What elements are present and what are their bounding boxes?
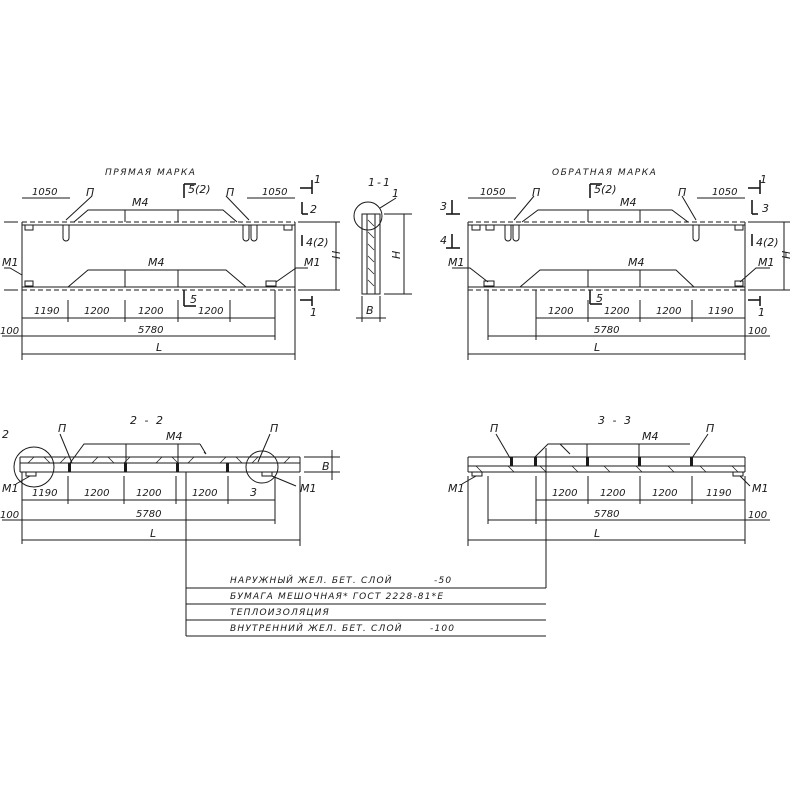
legend-paper: БУМАГА МЕШОЧНАЯ* ГОСТ 2228-81*Е [230, 592, 444, 602]
front-elevation: ПРЯМАЯ МАРКА М4 М4 П П 5(2) [0, 168, 343, 360]
front-dim-1200-a: 1200 [84, 306, 109, 317]
front-m1-right: М1 [304, 256, 321, 269]
back-dim-1200-b: 1200 [604, 306, 629, 317]
back-cut3-left: 3 [440, 200, 447, 213]
front-dim-4-2: 4(2) [306, 236, 329, 249]
back-cut5-top: 5(2) [594, 183, 617, 196]
section-33-dim-1200-c: 1200 [652, 488, 677, 499]
section-33-title: 3 - 3 [598, 414, 633, 427]
section-22-node3: 3 [250, 486, 257, 499]
front-title: ПРЯМАЯ МАРКА [105, 168, 196, 178]
front-dim-L: L [156, 341, 162, 354]
section-22-dim-100: 100 [0, 510, 19, 521]
back-dim-1200-a: 1200 [548, 306, 573, 317]
back-title: ОБРАТНАЯ МАРКА [552, 168, 657, 178]
front-p-left: П [86, 186, 94, 199]
front-cut5-top: 5(2) [188, 183, 211, 196]
section-22-p-right: П [270, 422, 278, 435]
front-dim-100: 100 [0, 326, 19, 337]
front-dim-1050-left: 1050 [32, 187, 57, 198]
section-33-m4: М4 [642, 430, 659, 443]
section-22-dim-1200-b: 1200 [136, 488, 161, 499]
section-11-H: Н [390, 251, 403, 259]
back-cut1-bottom: 1 [758, 306, 765, 319]
back-m1-right: М1 [758, 256, 775, 269]
back-m4-lower: М4 [628, 256, 645, 269]
legend-inner-layer: ВНУТРЕННИЙ ЖЕЛ. БЕТ. СЛОЙ [230, 622, 403, 634]
front-dim-1190: 1190 [34, 306, 59, 317]
front-dim-1200-b: 1200 [138, 306, 163, 317]
back-elevation: ОБРАТНАЯ МАРКА М4 М4 П П 5(2) [440, 168, 793, 360]
legend-insulation: ТЕПЛОИЗОЛЯЦИЯ [230, 608, 330, 618]
front-dim-5780: 5780 [138, 325, 163, 336]
section-33-m1-left: М1 [448, 482, 465, 495]
front-dim-H: Н [330, 251, 343, 259]
section-33-dim-L: L [594, 527, 600, 540]
section-22-dim-5780: 5780 [136, 509, 161, 520]
front-m4-upper: М4 [132, 196, 149, 209]
section-22-dim-1200-c: 1200 [192, 488, 217, 499]
front-cut5-bottom: 5 [190, 293, 197, 306]
back-cut5-bottom: 5 [596, 292, 603, 305]
section-22-dim-1200-a: 1200 [84, 488, 109, 499]
legend-outer-layer-value: -50 [434, 576, 452, 586]
section-22-B: В [322, 460, 330, 473]
section-22-p-left: П [58, 422, 66, 435]
section-22-node2: 2 [2, 428, 9, 441]
front-m4-lower: М4 [148, 256, 165, 269]
section-11-node: 1 [392, 187, 399, 200]
section-2-2: 2 - 2 2 П М4 П М1 [0, 414, 340, 546]
back-p-left: П [532, 186, 540, 199]
section-33-dim-1190: 1190 [706, 488, 731, 499]
legend-outer-layer: НАРУЖНЫЙ ЖЕЛ. БЕТ. СЛОЙ [230, 574, 393, 586]
layer-legend: НАРУЖНЫЙ ЖЕЛ. БЕТ. СЛОЙ -50 БУМАГА МЕШОЧ… [185, 448, 547, 637]
section-33-m1-right: М1 [752, 482, 769, 495]
back-cut1-top: 1 [760, 173, 767, 186]
section-22-title: 2 - 2 [130, 414, 165, 427]
section-33-dim-1200-a: 1200 [552, 488, 577, 499]
back-dim-4-2: 4(2) [756, 236, 779, 249]
front-cut1-bottom: 1 [310, 306, 317, 319]
section-1-1: 1-1 1 Н В [353, 176, 412, 322]
section-11-B: В [366, 304, 374, 317]
section-33-dim-100: 100 [748, 510, 767, 521]
back-dim-100: 100 [748, 326, 767, 337]
back-m1-left: М1 [448, 256, 465, 269]
section-22-dim-1190: 1190 [32, 488, 57, 499]
section-33-p-right: П [706, 422, 714, 435]
section-22-m1-right: М1 [300, 482, 317, 495]
front-cut2: 2 [310, 203, 317, 216]
back-dim-1190: 1190 [708, 306, 733, 317]
section-22-dim-L: L [150, 527, 156, 540]
section-22-m1-left: М1 [2, 482, 19, 495]
section-11-title: 1-1 [368, 176, 392, 189]
legend-inner-layer-value: -100 [430, 624, 455, 634]
back-cut3-right: 3 [762, 202, 769, 215]
back-dim-H: Н [780, 251, 793, 259]
front-m1-left: М1 [2, 256, 19, 269]
back-cut4-left: 4 [440, 234, 447, 247]
section-3-3: 3 - 3 П М4 П М1 М1 [448, 414, 770, 546]
front-p-right: П [226, 186, 234, 199]
section-33-dim-1200-b: 1200 [600, 488, 625, 499]
front-dim-1200-c: 1200 [198, 306, 223, 317]
back-dim-1050-left: 1050 [480, 187, 505, 198]
back-dim-L: L [594, 341, 600, 354]
back-dim-5780: 5780 [594, 325, 619, 336]
back-dim-1050-right: 1050 [712, 187, 737, 198]
section-33-p-left: П [490, 422, 498, 435]
front-dim-1050-right: 1050 [262, 187, 287, 198]
back-p-right: П [678, 186, 686, 199]
section-22-m4: М4 [166, 430, 183, 443]
back-m4-upper: М4 [620, 196, 637, 209]
section-33-dim-5780: 5780 [594, 509, 619, 520]
back-dim-1200-c: 1200 [656, 306, 681, 317]
front-cut1-top: 1 [314, 173, 321, 186]
